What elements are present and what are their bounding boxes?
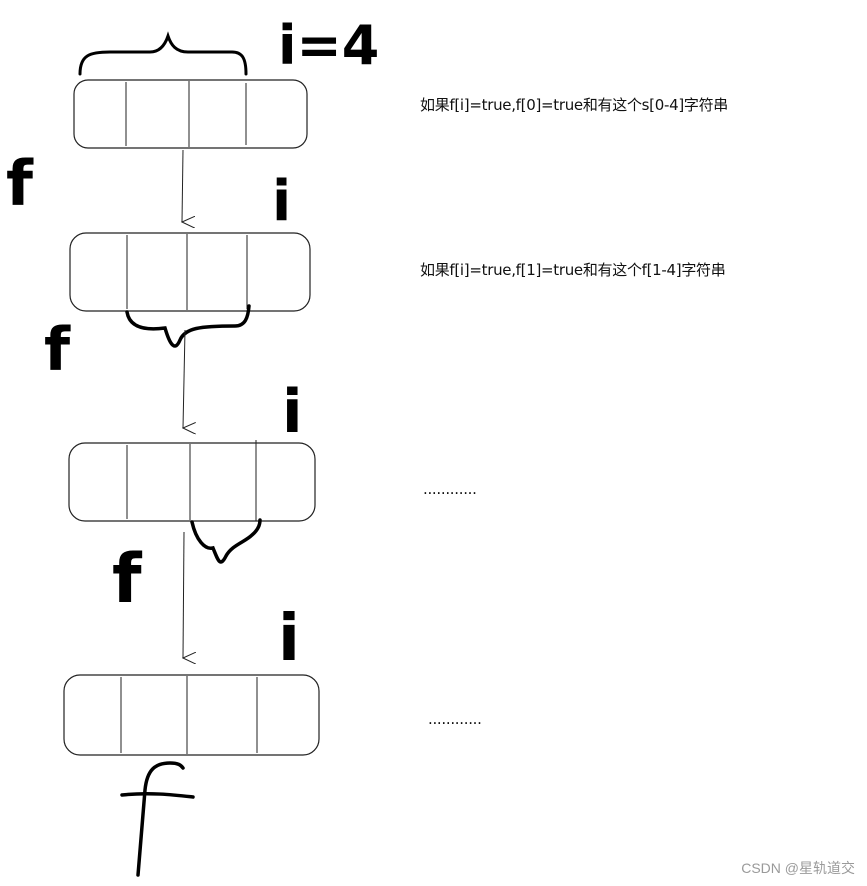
pointer-label-3: i (278, 602, 300, 676)
array-name-label-3: f (112, 540, 143, 619)
pointer-label-2: i (282, 377, 303, 447)
arrow-3 (183, 531, 184, 658)
bottom-f (120, 761, 195, 877)
top-brace (78, 31, 248, 76)
brace-3 (190, 518, 262, 564)
array-box-2 (69, 232, 311, 312)
pointer-label-1: i (272, 169, 291, 234)
watermark: CSDN @星轨道交 (741, 860, 855, 876)
note-row-1: 如果f[i]=true,f[0]=true和有这个s[0-4]字符串 (420, 96, 728, 114)
arrow-1 (182, 149, 183, 222)
index-label: i=4 (278, 14, 379, 77)
brace-2 (125, 304, 251, 348)
note-row-4: ............ (428, 710, 482, 728)
array-box-3 (68, 440, 316, 522)
array-name-label-2: f (44, 315, 71, 385)
array-box-1 (73, 79, 308, 149)
array-box-4 (63, 674, 320, 756)
array-name-label-1: f (6, 147, 34, 220)
arrow-2 (183, 329, 185, 428)
note-row-3: ............ (423, 480, 477, 498)
note-row-2: 如果f[i]=true,f[1]=true和有这个f[1-4]字符串 (420, 261, 726, 279)
